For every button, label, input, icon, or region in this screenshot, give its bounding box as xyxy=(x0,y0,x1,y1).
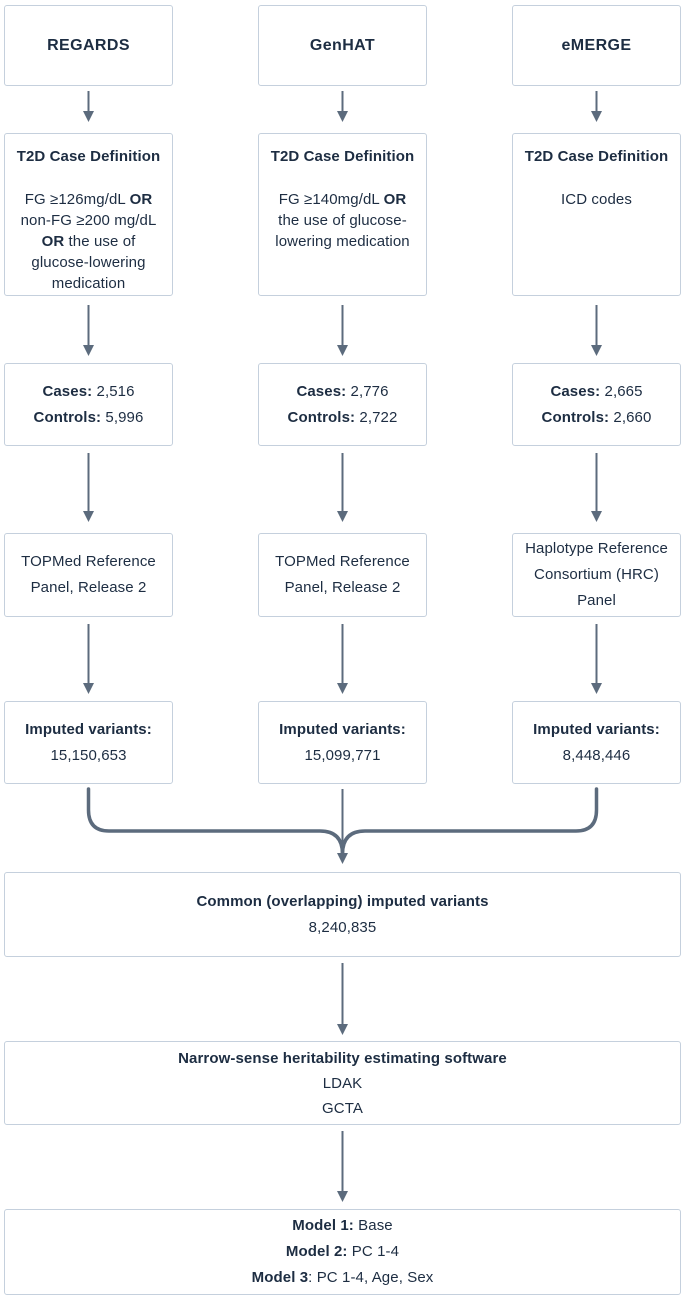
cohort-box-emerge: eMERGE xyxy=(512,5,681,86)
cohort-box-regards: REGARDS xyxy=(4,5,173,86)
case-definition-line: FG ≥140mg/dL OR xyxy=(278,191,407,208)
cohort-name: GenHAT xyxy=(309,36,376,54)
case-definition-line: the use of glucose- xyxy=(278,212,407,229)
case-definition-line: ICD codes xyxy=(561,191,632,208)
imputed-value: 8,448,446 xyxy=(562,746,631,764)
case-definition-line: non-FG ≥200 mg/dL xyxy=(20,212,157,229)
imputed-label: Imputed variants: xyxy=(279,720,406,738)
panel-line: Panel, Release 2 xyxy=(30,579,147,596)
imputed-box-regards: Imputed variants: 15,150,653 xyxy=(4,701,173,784)
software-box: Narrow-sense heritability estimating sof… xyxy=(4,1041,681,1125)
model-line: Model 3: PC 1-4, Age, Sex xyxy=(251,1269,434,1286)
case-definition-box-genhat: T2D Case Definition FG ≥140mg/dL OR the … xyxy=(258,133,427,296)
panel-line: Consortium (HRC) xyxy=(534,566,659,583)
cohort-box-genhat: GenHAT xyxy=(258,5,427,86)
panel-line: Panel xyxy=(577,592,616,609)
model-line: Model 2: PC 1-4 xyxy=(285,1243,400,1260)
case-definition-line: FG ≥126mg/dL OR xyxy=(24,191,153,208)
imputed-box-emerge: Imputed variants: 8,448,446 xyxy=(512,701,681,784)
case-definition-box-regards: T2D Case Definition FG ≥126mg/dL OR non-… xyxy=(4,133,173,296)
case-definition-title: T2D Case Definition xyxy=(270,148,415,165)
panel-line: TOPMed Reference xyxy=(275,553,410,570)
panel-box-genhat: TOPMed Reference Panel, Release 2 xyxy=(258,533,427,617)
models-box: Model 1: Base Model 2: PC 1-4 Model 3: P… xyxy=(4,1209,681,1295)
merge-box-value: 8,240,835 xyxy=(308,918,377,936)
imputed-value: 15,150,653 xyxy=(50,746,127,764)
case-definition-title: T2D Case Definition xyxy=(16,148,161,165)
counts-box-regards: Cases: 2,516 Controls: 5,996 xyxy=(4,363,173,446)
model-line: Model 1: Base xyxy=(292,1217,393,1234)
cohort-name: eMERGE xyxy=(561,36,632,54)
controls-line: Controls: 5,996 xyxy=(33,408,144,426)
merge-box-title: Common (overlapping) imputed variants xyxy=(196,892,489,910)
cases-line: Cases: 2,516 xyxy=(42,382,135,400)
panel-line: Panel, Release 2 xyxy=(284,579,401,596)
panel-line: Haplotype Reference xyxy=(525,540,668,557)
imputed-value: 15,099,771 xyxy=(304,746,381,764)
case-definition-box-emerge: T2D Case Definition ICD codes xyxy=(512,133,681,296)
software-item: LDAK xyxy=(322,1074,363,1092)
cases-line: Cases: 2,665 xyxy=(550,382,643,400)
case-definition-title: T2D Case Definition xyxy=(524,148,669,165)
cases-line: Cases: 2,776 xyxy=(296,382,389,400)
merge-box: Common (overlapping) imputed variants 8,… xyxy=(4,872,681,957)
software-box-title: Narrow-sense heritability estimating sof… xyxy=(178,1049,507,1067)
imputed-box-genhat: Imputed variants: 15,099,771 xyxy=(258,701,427,784)
case-definition-line: OR the use of xyxy=(41,233,136,250)
software-item: GCTA xyxy=(322,1099,363,1117)
panel-box-emerge: Haplotype Reference Consortium (HRC) Pan… xyxy=(512,533,681,617)
controls-line: Controls: 2,722 xyxy=(287,408,398,426)
case-definition-line: glucose-lowering xyxy=(31,254,146,271)
cohort-name: REGARDS xyxy=(47,36,130,54)
panel-box-regards: TOPMed Reference Panel, Release 2 xyxy=(4,533,173,617)
case-definition-line: medication xyxy=(51,275,126,292)
panel-line: TOPMed Reference xyxy=(21,553,156,570)
controls-line: Controls: 2,660 xyxy=(541,408,652,426)
merge-brace-right xyxy=(340,787,599,856)
case-definition-line: lowering medication xyxy=(275,233,410,250)
merge-brace-left xyxy=(86,787,345,856)
counts-box-genhat: Cases: 2,776 Controls: 2,722 xyxy=(258,363,427,446)
imputed-label: Imputed variants: xyxy=(533,720,660,738)
imputed-label: Imputed variants: xyxy=(25,720,152,738)
counts-box-emerge: Cases: 2,665 Controls: 2,660 xyxy=(512,363,681,446)
